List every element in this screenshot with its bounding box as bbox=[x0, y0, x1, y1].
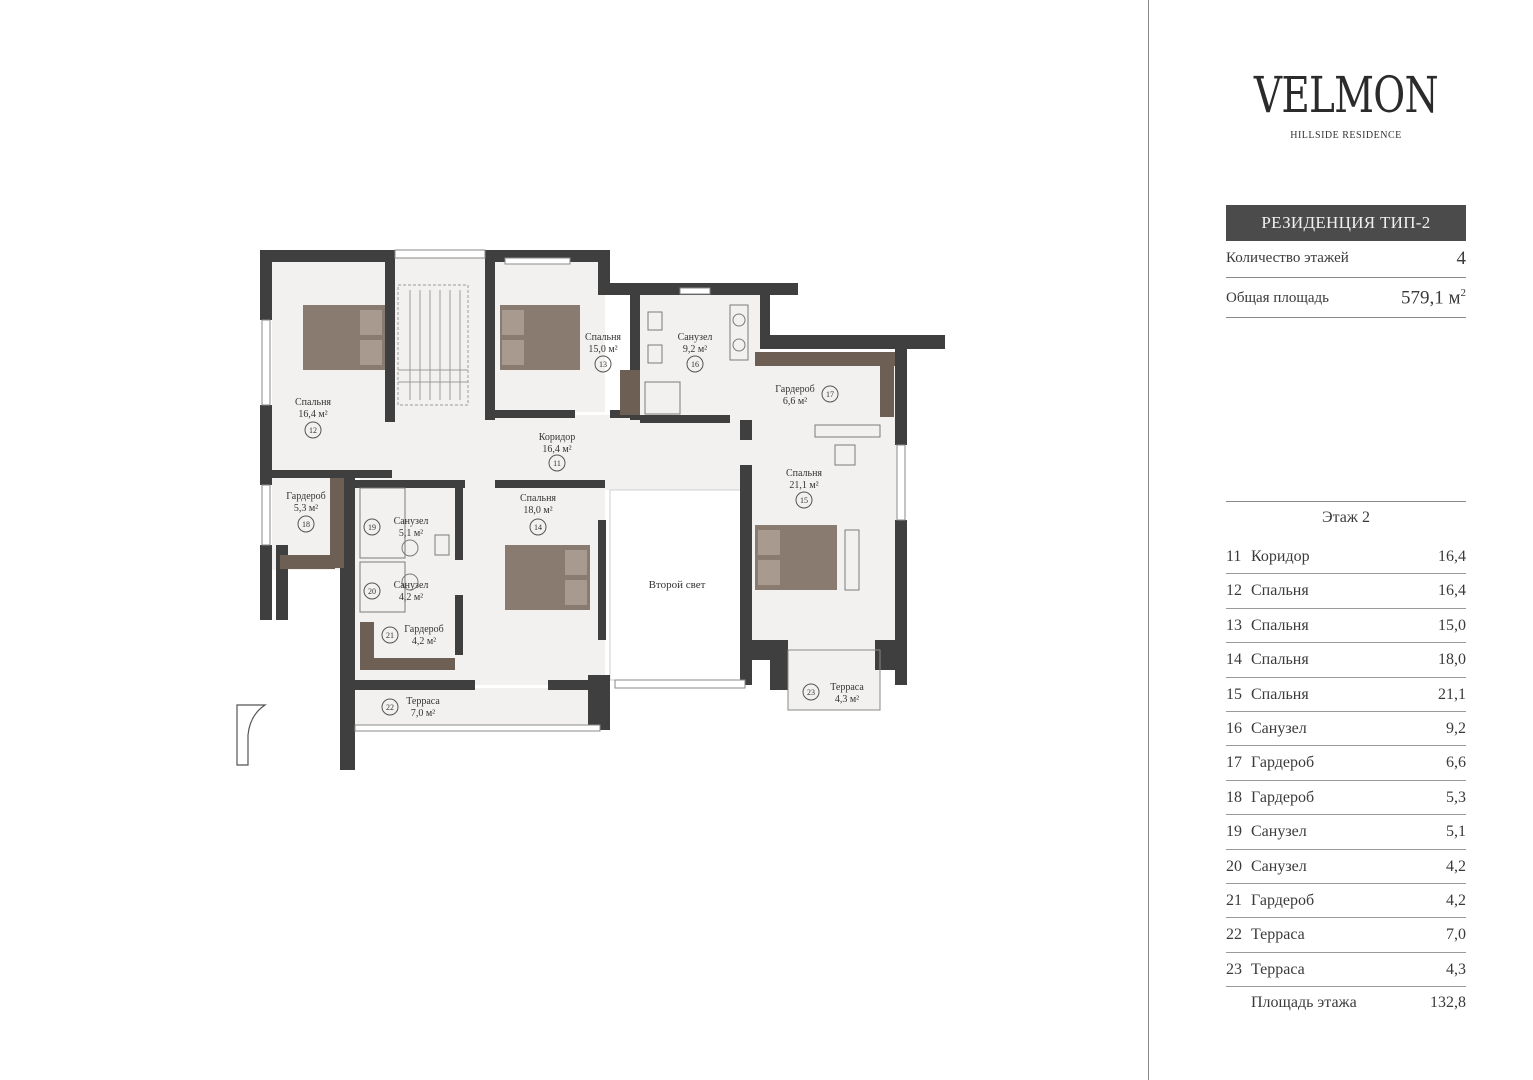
brand-logo: VELMON bbox=[1226, 70, 1466, 120]
svg-text:4,3 м²: 4,3 м² bbox=[835, 694, 859, 705]
brand-name: VELMON bbox=[1254, 66, 1439, 124]
svg-text:16,4 м²: 16,4 м² bbox=[298, 409, 327, 420]
plan-walls bbox=[260, 250, 945, 770]
svg-text:Терраса: Терраса bbox=[406, 696, 440, 707]
svg-text:20: 20 bbox=[368, 587, 376, 596]
area-value: 579,1 м2 bbox=[1400, 287, 1466, 309]
svg-text:18: 18 bbox=[302, 520, 310, 529]
svg-text:Гардероб: Гардероб bbox=[286, 491, 325, 502]
floors-count-row: Количество этажей 4 bbox=[1226, 248, 1466, 278]
svg-text:13: 13 bbox=[599, 360, 607, 369]
svg-text:Санузел: Санузел bbox=[678, 332, 713, 343]
svg-text:Терраса: Терраса bbox=[830, 682, 864, 693]
svg-text:18,0 м²: 18,0 м² bbox=[523, 505, 552, 516]
room-label-r16: Санузел 9,2 м² 16 bbox=[678, 332, 713, 373]
brand: VELMON HILLSIDE RESIDENCE bbox=[1226, 70, 1466, 141]
svg-text:Гардероб: Гардероб bbox=[775, 384, 814, 395]
svg-text:Спальня: Спальня bbox=[295, 397, 331, 408]
svg-text:16: 16 bbox=[691, 360, 699, 369]
area-label: Общая площадь bbox=[1226, 290, 1330, 306]
entrance-mark bbox=[236, 704, 267, 766]
wardrobe-blocks bbox=[280, 352, 895, 670]
svg-text:Коридор: Коридор bbox=[539, 432, 576, 443]
room-label-r23: 23 Терраса 4,3 м² bbox=[802, 682, 864, 705]
room-label-r14: Спальня 18,0 м² 14 bbox=[520, 493, 556, 536]
svg-text:14: 14 bbox=[534, 523, 542, 532]
svg-text:21: 21 bbox=[386, 631, 394, 640]
void-label: Второй свет bbox=[649, 579, 706, 591]
floor-total-label: Площадь этажа bbox=[1251, 994, 1357, 1011]
room-label-r15: Спальня 21,1 м² 15 bbox=[786, 468, 822, 509]
svg-text:15,0 м²: 15,0 м² bbox=[588, 344, 617, 355]
room-label-r21: 21 Гардероб 4,2 м² bbox=[381, 624, 444, 647]
room-label-r22: 22 Терраса 7,0 м² bbox=[381, 696, 440, 719]
beds bbox=[303, 305, 837, 610]
floor-total-value: 132,8 bbox=[1430, 994, 1466, 1011]
svg-text:11: 11 bbox=[553, 459, 561, 468]
windows bbox=[261, 249, 906, 732]
svg-text:Спальня: Спальня bbox=[786, 468, 822, 479]
room-label-r12: Спальня 16,4 м² 12 bbox=[295, 397, 331, 439]
svg-text:Гардероб: Гардероб bbox=[404, 624, 443, 635]
svg-text:5,3 м²: 5,3 м² bbox=[294, 503, 318, 514]
svg-text:17: 17 bbox=[826, 390, 834, 399]
svg-text:9,2 м²: 9,2 м² bbox=[683, 344, 707, 355]
svg-text:19: 19 bbox=[368, 523, 376, 532]
svg-text:4,2 м²: 4,2 м² bbox=[412, 636, 436, 647]
room-label-r20: 20 Санузел 4,2 м² bbox=[363, 580, 429, 603]
svg-text:15: 15 bbox=[800, 496, 808, 505]
svg-text:12: 12 bbox=[309, 426, 317, 435]
room-label-r11: Коридор 16,4 м² 11 bbox=[539, 432, 576, 472]
svg-text:22: 22 bbox=[386, 703, 394, 712]
total-area-row: Общая площадь 579,1 м2 bbox=[1226, 287, 1466, 318]
svg-text:Санузел: Санузел bbox=[394, 580, 429, 591]
svg-text:Санузел: Санузел bbox=[394, 516, 429, 527]
svg-text:16,4 м²: 16,4 м² bbox=[542, 444, 571, 455]
svg-text:6,6 м²: 6,6 м² bbox=[783, 396, 807, 407]
floors-value: 4 bbox=[1456, 248, 1467, 269]
floor-plan: Коридор 16,4 м² 11 Спальня 16,4 м² 12 Сп… bbox=[236, 249, 945, 770]
svg-text:5,1 м²: 5,1 м² bbox=[399, 528, 423, 539]
bath-fixtures bbox=[359, 304, 881, 613]
svg-text:Спальня: Спальня bbox=[585, 332, 621, 343]
svg-text:23: 23 bbox=[807, 688, 815, 697]
residence-title: РЕЗИДЕНЦИЯ ТИП-2 bbox=[1226, 205, 1466, 241]
svg-text:4,2 м²: 4,2 м² bbox=[399, 592, 423, 603]
floor-title: Этаж 2 bbox=[1322, 509, 1370, 526]
void-second-light bbox=[609, 489, 745, 681]
svg-text:Спальня: Спальня bbox=[520, 493, 556, 504]
brand-subtitle: HILLSIDE RESIDENCE bbox=[1290, 130, 1402, 141]
room-label-r19: 19 Санузел 5,1 м² bbox=[363, 516, 429, 539]
panel-divider bbox=[1148, 0, 1149, 1080]
svg-text:21,1 м²: 21,1 м² bbox=[789, 480, 818, 491]
room-label-r18: Гардероб 5,3 м² 18 bbox=[286, 491, 326, 533]
room-label-r13: Спальня 15,0 м² 13 bbox=[585, 332, 621, 373]
floors-label: Количество этажей bbox=[1226, 250, 1349, 266]
svg-text:7,0 м²: 7,0 м² bbox=[411, 708, 435, 719]
room-label-r17: Гардероб 6,6 м² 17 bbox=[775, 384, 839, 407]
floor-table-rule bbox=[1226, 501, 1466, 502]
stairs bbox=[397, 284, 469, 406]
